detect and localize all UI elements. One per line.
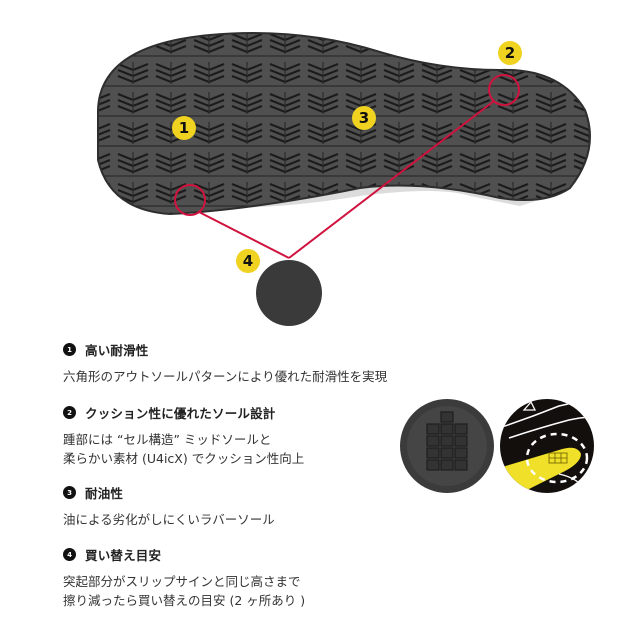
cell-structure-photo bbox=[400, 399, 494, 493]
feature-title: クッション性に優れたソール設計 bbox=[85, 406, 276, 421]
callout-badge-1: 1 bbox=[172, 116, 196, 140]
feature-1: 1 高い耐滑性 六角形のアウトソールパターンにより優れた耐滑性を実現 bbox=[63, 340, 387, 386]
number-badge: 3 bbox=[63, 486, 76, 499]
feature-3: 3 耐油性 油による劣化がしにくいラバーソール bbox=[63, 483, 275, 529]
number-badge: 1 bbox=[63, 343, 76, 356]
callout-badge-3: 3 bbox=[352, 106, 376, 130]
feature-description: 油による劣化がしにくいラバーソール bbox=[63, 512, 275, 527]
callout-badge-2: 2 bbox=[498, 41, 522, 65]
feature-description: 踵部には “セル構造” ミッドソールと 柔らかい素材 (U4icX) でクッショ… bbox=[63, 432, 305, 466]
sole-outline bbox=[97, 32, 591, 216]
feature-2: 2 クッション性に優れたソール設計 踵部には “セル構造” ミッドソールと 柔ら… bbox=[63, 403, 304, 468]
feature-4: 4 買い替え目安 突起部分がスリップサインと同じ高さまで 擦り減ったら買い替えの… bbox=[63, 545, 305, 610]
feature-title: 耐油性 bbox=[85, 486, 124, 501]
slip-sign-inset bbox=[256, 260, 322, 326]
number-badge: 4 bbox=[63, 548, 76, 561]
feature-title: 買い替え目安 bbox=[85, 548, 162, 563]
feature-description: 突起部分がスリップサインと同じ高さまで 擦り減ったら買い替えの目安 (2 ヶ所あ… bbox=[63, 574, 306, 608]
feature-title: 高い耐滑性 bbox=[85, 343, 149, 358]
number-badge: 2 bbox=[63, 406, 76, 419]
outsole-image bbox=[97, 32, 591, 326]
heel-cushion-illustration bbox=[500, 399, 594, 493]
callout-badge-4: 4 bbox=[236, 249, 260, 273]
feature-description: 六角形のアウトソールパターンにより優れた耐滑性を実現 bbox=[63, 369, 388, 384]
leader-lines bbox=[174, 74, 520, 259]
